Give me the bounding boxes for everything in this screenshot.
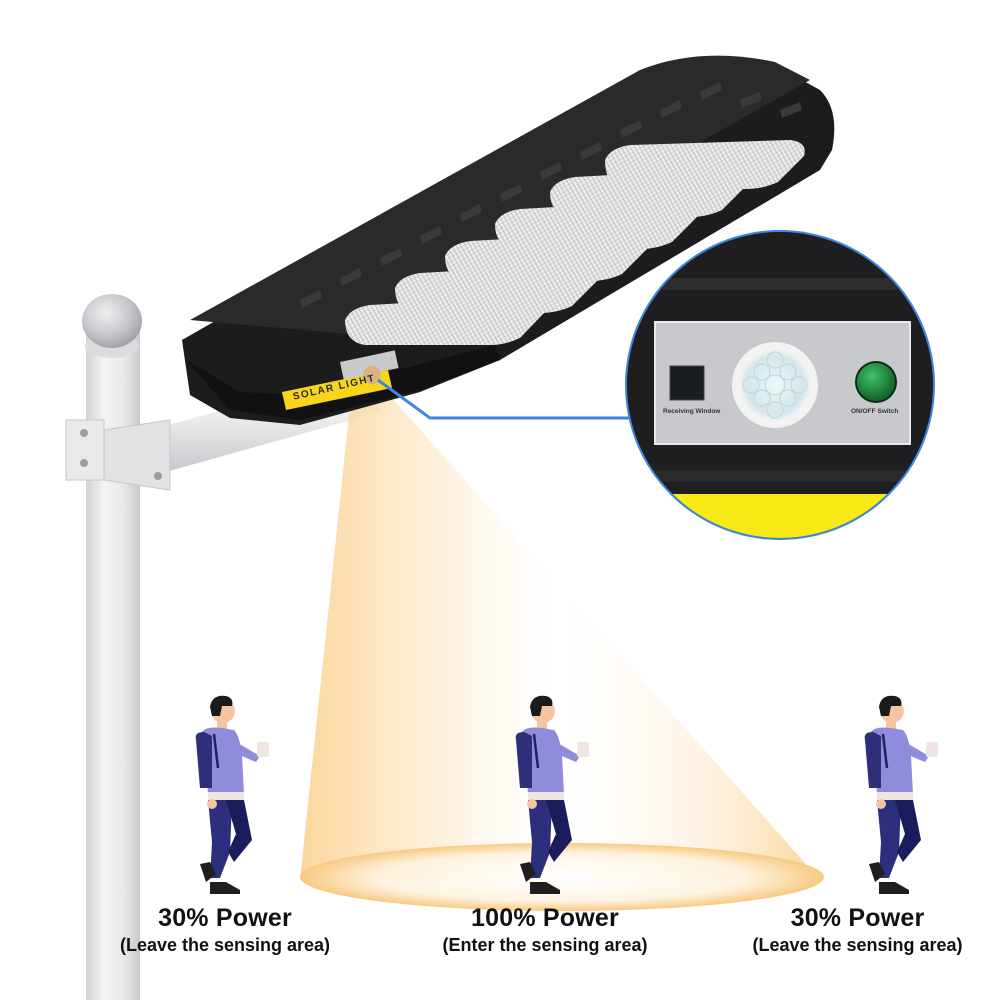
sensor-panel (340, 350, 399, 380)
on-off-switch-label: ON/OFF Switch (851, 408, 899, 415)
callout-line (377, 378, 640, 420)
pole-bracket (65, 419, 171, 491)
sensor-inset (625, 230, 935, 540)
caption-left-title: 30% Power (158, 904, 292, 932)
caption-center-subtitle: (Enter the sensing area) (442, 935, 648, 955)
caption-center-title: 100% Power (471, 904, 619, 932)
caption-right-subtitle: (Leave the sensing area) (752, 935, 963, 955)
lamp-housing (182, 55, 835, 426)
caption-center: 100% Power (Enter the sensing area) (395, 903, 695, 957)
pole (82, 294, 142, 1000)
walker-figure-right (863, 694, 940, 896)
caption-right-title: 30% Power (790, 904, 925, 932)
inset-yellow-label (627, 494, 933, 538)
solar-light-label (282, 370, 392, 410)
pir-sensor-icon (739, 349, 811, 421)
light-cone (300, 398, 824, 911)
led-modules (345, 140, 805, 345)
on-off-switch (857, 363, 895, 401)
pir-sensor (363, 366, 381, 384)
receiving-window (669, 365, 705, 401)
caption-left: 30% Power (Leave the sensing area) (80, 903, 370, 957)
walker-figure-left (195, 695, 269, 894)
housing-vents (300, 82, 802, 308)
receiving-window-label: Receiving Window (663, 408, 721, 415)
caption-left-subtitle: (Leave the sensing area) (119, 935, 331, 955)
caption-right: 30% Power (Leave the sensing area) (715, 903, 1000, 957)
